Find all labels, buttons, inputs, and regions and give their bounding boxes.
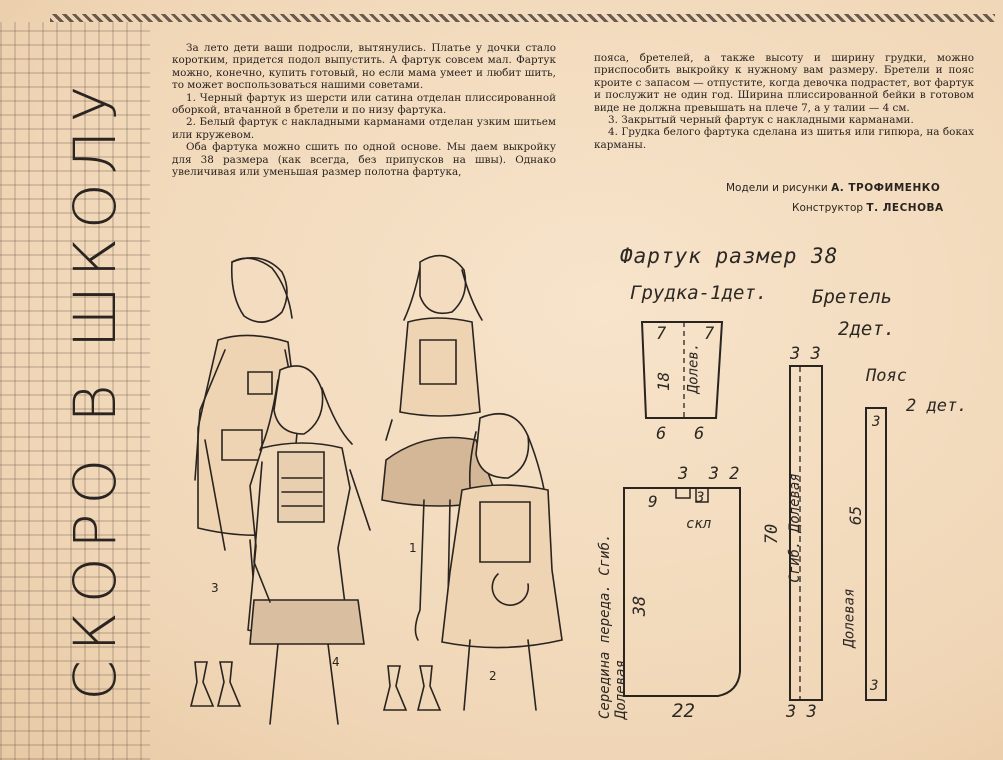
strap-grain: Сгиб. Долевая: [786, 473, 803, 583]
front-piece: [623, 487, 741, 697]
paragraph: 4. Грудка белого фартука сделана из шить…: [594, 126, 974, 151]
paragraph: 1. Черный фартук из шерсти или сатина от…: [172, 91, 556, 117]
paragraph: 3. Закрытый черный фартук с накладными к…: [608, 114, 914, 127]
belt-dim-top: 3: [872, 414, 881, 430]
front-dim-bottom: 22: [672, 700, 695, 722]
belt-count: 2 дет.: [906, 396, 968, 416]
figure-number: 3: [211, 581, 219, 595]
front-dim-top: 3 3 2: [678, 464, 740, 484]
bib-piece: [640, 321, 724, 419]
belt-grain: Долевая: [841, 588, 858, 648]
front-pleat: 3: [696, 490, 705, 506]
front-pleat-label: скл: [686, 516, 712, 532]
belt-dim-bottom: 3: [870, 678, 879, 694]
pattern-title: Фартук размер 38: [620, 244, 839, 268]
figure-number: 2: [489, 669, 497, 683]
bib-grain: Долев.: [685, 342, 702, 394]
article-column-2: пояса, бретелей, а также высоту и ширину…: [594, 52, 974, 151]
strap-dim-bottom: 3 3: [786, 702, 817, 722]
front-side-label: Середина переда. Сгиб. Долевая.: [597, 533, 629, 719]
credit-constructor: Конструктор Т. ЛЕСНОВА: [792, 202, 944, 214]
figure-number: 1: [409, 541, 417, 555]
paragraph: За лето дети ваши подросли, вытянулись. …: [172, 42, 556, 92]
apron-silhouettes: [189, 661, 442, 711]
front-dim-height: 38: [630, 595, 651, 617]
credit-models: Модели и рисунки А. ТРОФИМЕНКО: [726, 182, 941, 194]
bib-label: Грудка-1дет.: [630, 282, 768, 304]
strap-piece: [789, 365, 823, 701]
figure-2-drawing: [441, 412, 563, 711]
bib-dim-top-left: 7: [656, 324, 667, 344]
paragraph: пояса, бретелей, а также высоту и ширину…: [594, 52, 974, 114]
decorative-grid-left: [0, 22, 150, 760]
strap-dim-top: 3 3: [790, 344, 821, 364]
front-dim-left: 9: [648, 492, 658, 511]
bib-dim-top-right: 7: [704, 324, 715, 344]
belt-dim-length: 65: [846, 505, 866, 526]
strap-dim-length: 70: [762, 523, 783, 545]
strap-count: 2дет.: [838, 318, 896, 340]
bib-dim-bottom-left: 6: [656, 424, 667, 444]
bib-dim-bottom-right: 6: [694, 424, 705, 444]
figure-4-drawing: [247, 365, 371, 725]
paragraph: Оба фартука можно сшить по одной основе.…: [172, 141, 556, 179]
figure-number: 4: [332, 655, 340, 669]
belt-piece: [865, 407, 887, 701]
decorative-border-top: [50, 14, 995, 22]
belt-label: Пояс: [866, 366, 907, 386]
article-column-1: За лето дети ваши подросли, вытянулись. …: [172, 42, 556, 178]
paragraph: 2. Белый фартук с накладными карманами о…: [172, 116, 556, 141]
strap-label: Бретель: [812, 286, 893, 308]
fashion-illustration: 3 4 1 2: [189, 254, 563, 725]
bib-dim-height: 18: [654, 371, 674, 392]
